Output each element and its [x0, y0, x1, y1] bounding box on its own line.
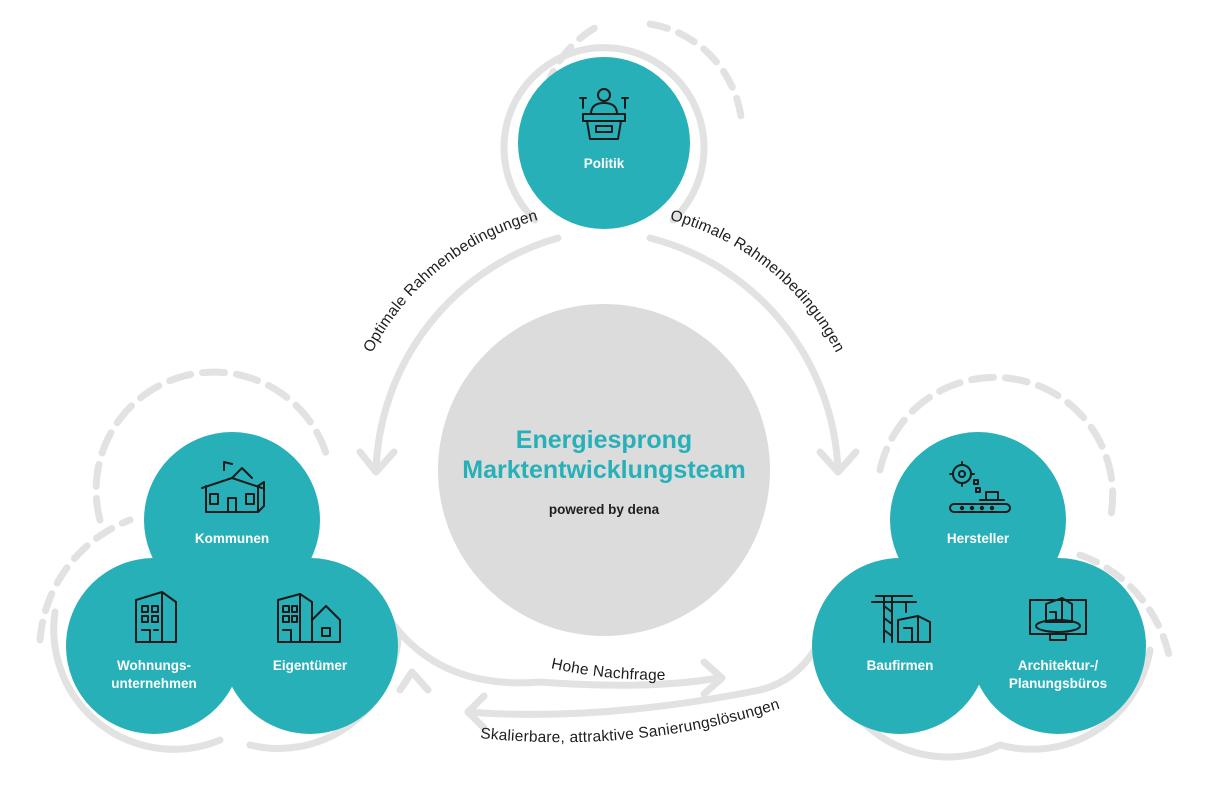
- node-hersteller[interactable]: Hersteller: [890, 432, 1066, 608]
- ring-left-dashed: [36, 516, 134, 644]
- node-baufirmen[interactable]: Baufirmen: [812, 558, 988, 734]
- architektur-label-line1: Architektur-/: [1018, 658, 1099, 673]
- ring-politik: [500, 44, 708, 224]
- flow-label-bottom-upper: Hohe Nachfrage: [550, 655, 666, 683]
- center-circle: [438, 304, 770, 636]
- node-eigentuemer[interactable]: Eigentümer: [222, 558, 398, 734]
- node-kommunen[interactable]: Kommunen: [144, 432, 320, 608]
- houses-icon: [277, 593, 341, 643]
- center-title-line2: Marktentwicklungsteam: [462, 456, 745, 484]
- arrow-bottom-lower: [464, 636, 824, 718]
- flow-label-bottom-lower-path: Skalierbare, attraktive Sanierungslösung…: [480, 696, 782, 746]
- baufirmen-label: Baufirmen: [867, 658, 934, 673]
- node-architektur[interactable]: Architektur-/ Planungsbüros: [970, 558, 1146, 734]
- monitor-model-icon: [1029, 597, 1087, 641]
- ring-left-lower: [50, 608, 224, 753]
- center-subtitle: powered by dena: [549, 502, 660, 517]
- flow-label-bottom-lower: Skalierbare, attraktive Sanierungslösung…: [480, 696, 782, 746]
- ring-right-right: [996, 646, 1154, 753]
- arrow-right-top: [646, 234, 842, 474]
- architektur-label-line2: Planungsbüros: [1009, 676, 1107, 691]
- ring-right-group: [876, 373, 1117, 524]
- arrowhead-bottom-upper: [700, 658, 726, 698]
- wohnungsunternehmen-label-line1: Wohnungs-: [117, 658, 191, 673]
- eigentuemer-label: Eigentümer: [273, 658, 348, 673]
- flow-label-bottom-upper-path: Hohe Nachfrage: [550, 655, 666, 683]
- arrowhead-left-top: [356, 448, 398, 476]
- ring-left-group: [92, 368, 332, 524]
- kommunen-circle: [144, 432, 320, 608]
- center-title-line1: Energiesprong: [516, 426, 692, 454]
- politik-circle: [518, 57, 690, 229]
- crane-icon: [871, 595, 931, 643]
- hersteller-circle: [890, 432, 1066, 608]
- arrowhead-left-group: [396, 668, 432, 694]
- arrow-bottom-upper: [386, 616, 722, 689]
- wohnungsunternehmen-circle: [66, 558, 242, 734]
- wohnungsunternehmen-label-line2: unternehmen: [111, 676, 197, 691]
- ring-right-dashed: [1076, 551, 1174, 664]
- flow-arrows: [356, 234, 860, 732]
- node-politik[interactable]: Politik: [518, 57, 690, 229]
- factory-gear-icon: [949, 461, 1011, 513]
- hersteller-label: Hersteller: [947, 531, 1010, 546]
- arrow-left-top: [372, 234, 562, 474]
- architektur-circle: [970, 558, 1146, 734]
- eigentuemer-circle: [222, 558, 398, 734]
- node-wohnungsunternehmen[interactable]: Wohnungs- unternehmen: [66, 558, 242, 734]
- politik-label: Politik: [584, 156, 625, 171]
- kommunen-label: Kommunen: [195, 531, 269, 546]
- ring-politik-dashed-right: [646, 20, 746, 131]
- baufirmen-circle: [812, 558, 988, 734]
- town-hall-icon: [201, 461, 265, 513]
- arrowhead-right-top: [816, 448, 860, 476]
- podium-icon: [579, 88, 629, 140]
- apartment-building-icon: [135, 591, 177, 643]
- arrowhead-bottom-lower: [464, 692, 488, 732]
